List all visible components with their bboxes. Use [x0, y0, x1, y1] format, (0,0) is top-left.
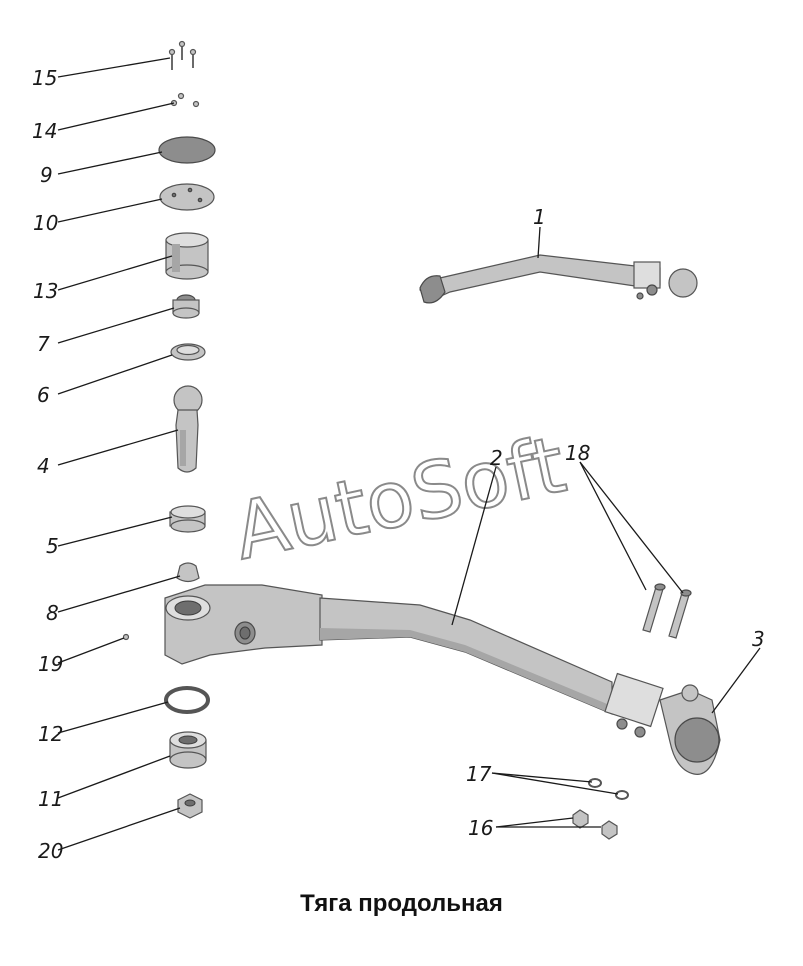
part-5-insert [169, 505, 206, 533]
leader-lines [57, 57, 761, 851]
label-7: 7 [37, 332, 50, 356]
part-17-washers [588, 778, 629, 800]
label-6: 6 [37, 383, 50, 407]
label-4: 4 [37, 454, 50, 478]
part-19-fitting [122, 633, 130, 641]
part-12-retaining-ring [164, 686, 210, 714]
label-2: 2 [490, 446, 503, 470]
label-15: 15 [32, 66, 57, 90]
part-8-boot [176, 562, 200, 583]
part-16-nuts [572, 809, 618, 840]
part-14-washers [170, 92, 200, 108]
label-8: 8 [46, 601, 59, 625]
label-14: 14 [32, 119, 57, 143]
label-12: 12 [38, 722, 63, 746]
label-11: 11 [38, 787, 63, 811]
label-9: 9 [40, 163, 53, 187]
label-20: 20 [38, 839, 63, 863]
watermark-text: AutoSoft [227, 420, 573, 578]
part-20-nut [177, 793, 203, 819]
label-10: 10 [33, 211, 58, 235]
label-3: 3 [752, 627, 765, 651]
part-18-bolts [642, 583, 692, 639]
label-19: 19 [38, 652, 63, 676]
part-15-screws [168, 40, 197, 70]
label-1: 1 [533, 205, 546, 229]
label-18: 18 [565, 441, 590, 465]
part-9-cover [158, 136, 216, 164]
callout-labels: 15 14 9 10 13 7 6 4 5 8 19 12 11 20 1 2 … [32, 66, 765, 863]
label-16: 16 [468, 816, 493, 840]
part-11-seal [169, 731, 207, 769]
part-2-main-rod [164, 584, 721, 775]
diagram-title: Тяга продольная [300, 890, 503, 917]
part-1-assembled-rod [418, 254, 698, 304]
label-5: 5 [46, 534, 59, 558]
part-6-ring [170, 343, 206, 361]
label-17: 17 [466, 762, 492, 786]
label-13: 13 [33, 279, 58, 303]
part-7-insert [172, 294, 200, 319]
part-4-ball-pin [173, 385, 203, 473]
part-13-spring [165, 232, 209, 280]
part-10-gasket [159, 183, 215, 211]
